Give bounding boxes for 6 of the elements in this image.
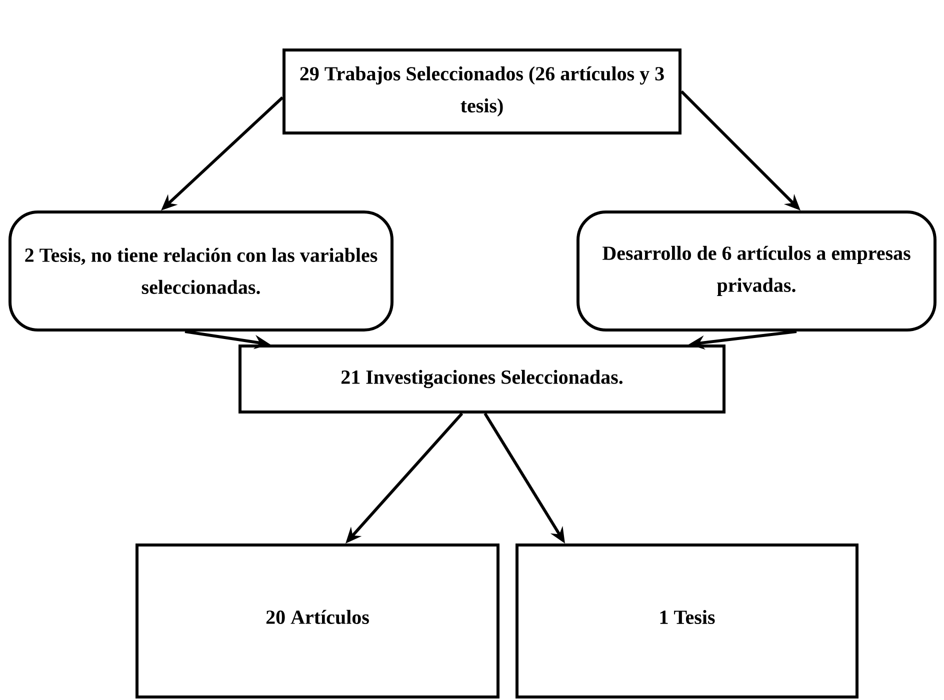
- rounded-box: Desarrollo de 6 artículos a empresas privadas.: [576, 210, 936, 332]
- process-box: 20 Artículos: [136, 543, 500, 698]
- process-box: 29 Trabajos Seleccionados (26 artículos y 3 tesis): [282, 48, 682, 134]
- rounded-box: 2 Tesis, no tiene relación con las variables seleccionadas.: [8, 210, 394, 332]
- process-box: 21 Investigaciones Seleccionadas.: [238, 344, 726, 414]
- process-box: 1 Tesis: [516, 543, 858, 698]
